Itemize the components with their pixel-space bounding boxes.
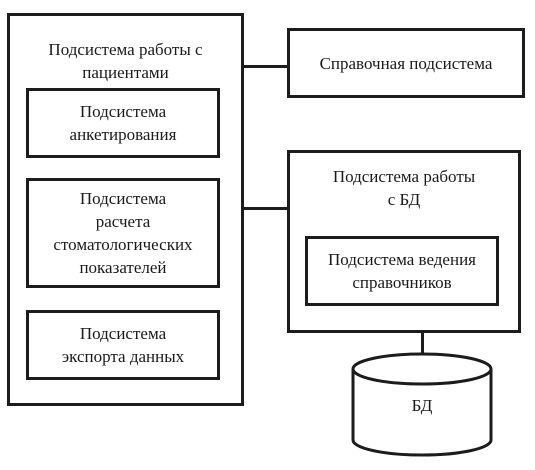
export-subsystem-box: Подсистема экспорта данных bbox=[26, 310, 220, 380]
directories-subsystem-label: Подсистема ведения справочников bbox=[328, 250, 476, 292]
survey-subsystem-label: Подсистема анкетирования bbox=[69, 102, 177, 144]
connector-patients-to-reference bbox=[241, 65, 289, 68]
dental-calc-subsystem-box: Подсистема расчета стоматологических пок… bbox=[26, 178, 220, 288]
directories-subsystem-box: Подсистема ведения справочников bbox=[305, 236, 499, 306]
reference-subsystem-box: Справочная подсистема bbox=[287, 28, 525, 98]
patients-subsystem-title: Подсистема работы с пациентами bbox=[48, 40, 203, 82]
dental-calc-subsystem-label: Подсистема расчета стоматологических пок… bbox=[53, 189, 193, 277]
survey-subsystem-box: Подсистема анкетирования bbox=[26, 88, 220, 158]
connector-patients-to-db-subsystem bbox=[241, 207, 289, 210]
database-label: БД bbox=[411, 396, 433, 415]
connector-db-subsystem-to-database bbox=[421, 331, 424, 357]
reference-subsystem-label: Справочная подсистема bbox=[319, 53, 493, 73]
export-subsystem-label: Подсистема экспорта данных bbox=[61, 324, 185, 366]
db-subsystem-title: Подсистема работы с БД bbox=[332, 167, 476, 209]
